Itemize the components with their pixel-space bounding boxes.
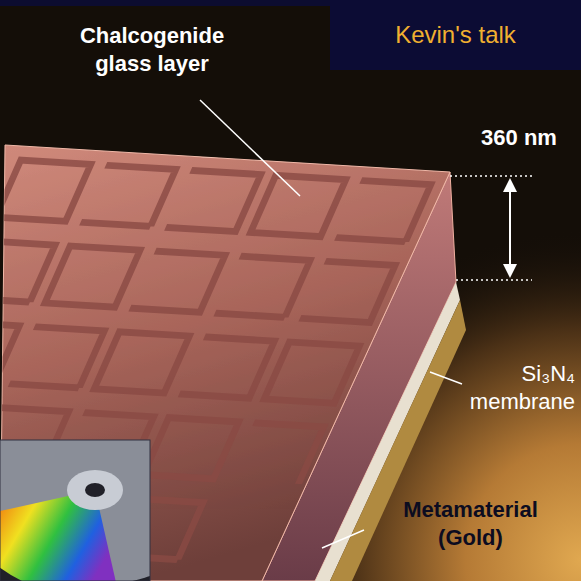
layer-label: Chalcogenide glass layer xyxy=(62,22,242,77)
membrane-label: Si₃N₄ membrane xyxy=(455,360,575,415)
dimension-label: 360 nm xyxy=(462,124,576,152)
metamaterial-label: Metamaterial (Gold) xyxy=(368,496,573,551)
talk-title: Kevin's talk xyxy=(395,21,516,49)
title-box: Kevin's talk xyxy=(330,0,581,70)
